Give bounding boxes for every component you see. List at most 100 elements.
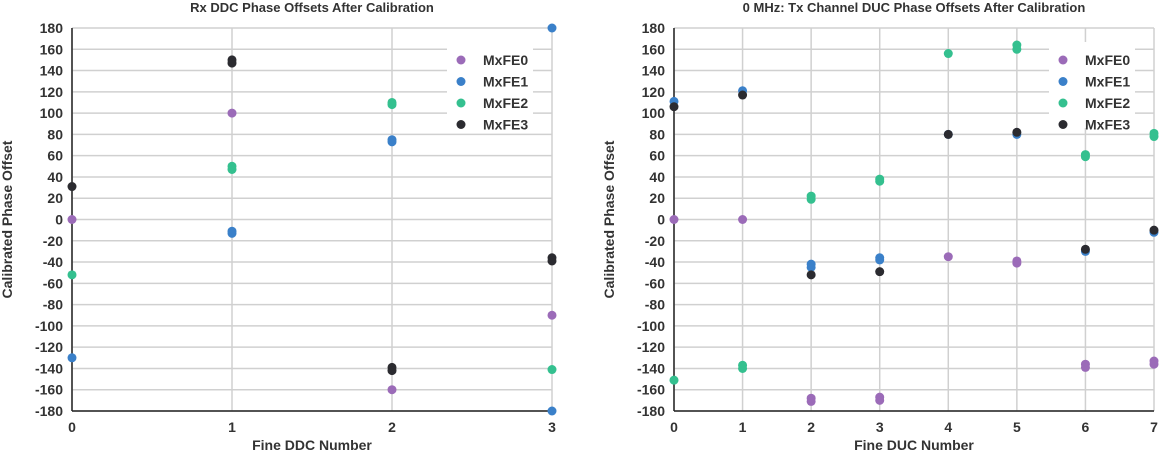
data-point-mxfe0 — [227, 108, 237, 118]
data-point-mxfe2 — [943, 49, 953, 59]
data-point-mxfe0 — [67, 215, 77, 224]
legend-label: MxFE2 — [483, 95, 528, 111]
y-tick-label: -100 — [637, 318, 665, 334]
data-point-mxfe3 — [1080, 244, 1090, 254]
y-tick-label: -20 — [645, 233, 665, 249]
data-point-mxfe1 — [387, 137, 397, 147]
y-tick-label: -60 — [645, 275, 665, 291]
chart-title: Rx DDC Phase Offsets After Calibration — [190, 0, 434, 15]
x-axis-label: Fine DDC Number — [252, 437, 372, 452]
data-point-mxfe0 — [1080, 362, 1090, 372]
y-tick-label: 120 — [642, 84, 666, 100]
y-tick-label: -180 — [35, 403, 63, 419]
data-point-mxfe2 — [1080, 152, 1090, 162]
data-point-mxfe2 — [547, 365, 557, 375]
y-tick-label: -40 — [43, 254, 63, 270]
data-point-mxfe3 — [547, 256, 557, 266]
data-point-mxfe1 — [547, 23, 557, 33]
legend-label: MxFE2 — [1085, 95, 1130, 111]
y-tick-label: -20 — [43, 233, 63, 249]
x-tick-label: 2 — [807, 419, 815, 435]
legend-label: MxFE0 — [483, 52, 528, 68]
y-tick-label: 40 — [649, 169, 665, 185]
y-tick-label: -140 — [637, 360, 665, 376]
y-tick-label: 180 — [642, 20, 666, 36]
x-tick-label: 7 — [1150, 419, 1158, 435]
y-tick-label: 120 — [40, 84, 64, 100]
y-tick-label: 60 — [649, 148, 665, 164]
x-tick-label: 5 — [1013, 419, 1021, 435]
legend-label: MxFE1 — [483, 74, 528, 90]
y-tick-label: -120 — [35, 339, 63, 355]
data-point-mxfe2 — [67, 270, 77, 280]
data-point-mxfe0 — [943, 252, 953, 262]
legend-marker — [1058, 77, 1068, 86]
data-point-mxfe2 — [1149, 132, 1159, 142]
x-tick-label: 0 — [68, 419, 76, 435]
y-tick-label: -80 — [43, 297, 63, 313]
y-tick-label: -160 — [35, 382, 63, 398]
data-point-mxfe0 — [1149, 359, 1159, 369]
data-point-mxfe3 — [738, 90, 748, 100]
chart-2: 180160140120100806040200-20-40-60-80-100… — [601, 0, 1159, 453]
data-point-mxfe0 — [806, 396, 816, 406]
legend-marker — [456, 55, 466, 65]
data-point-mxfe3 — [1149, 225, 1159, 235]
data-point-mxfe3 — [227, 58, 237, 68]
y-tick-label: 140 — [40, 63, 64, 79]
x-tick-label: 4 — [944, 419, 952, 435]
y-tick-label: 80 — [649, 126, 665, 142]
legend-label: MxFE3 — [483, 117, 528, 133]
data-point-mxfe0 — [547, 310, 557, 320]
legend-marker — [456, 98, 466, 108]
y-tick-label: -60 — [43, 275, 63, 291]
y-tick-label: 60 — [47, 148, 63, 164]
y-tick-label: -80 — [645, 297, 665, 313]
data-point-mxfe0 — [387, 385, 397, 395]
data-point-mxfe1 — [806, 262, 816, 272]
data-point-mxfe2 — [387, 100, 397, 110]
chart-1: 180160140120100806040200-20-40-60-80-100… — [0, 0, 557, 453]
y-tick-label: 0 — [55, 212, 63, 228]
y-tick-label: -140 — [35, 360, 63, 376]
data-point-mxfe3 — [387, 366, 397, 376]
y-tick-label: -180 — [637, 403, 665, 419]
legend-label: MxFE1 — [1085, 74, 1130, 90]
legend-marker — [1058, 120, 1068, 129]
data-point-mxfe3 — [875, 267, 885, 277]
data-point-mxfe0 — [669, 215, 679, 224]
y-tick-label: 100 — [40, 105, 64, 121]
data-point-mxfe1 — [227, 228, 237, 238]
legend-marker — [1058, 98, 1068, 108]
y-tick-label: 160 — [40, 41, 64, 57]
data-point-mxfe1 — [547, 406, 557, 416]
y-tick-label: -40 — [645, 254, 665, 270]
x-tick-label: 1 — [228, 419, 236, 435]
x-tick-label: 6 — [1082, 419, 1090, 435]
data-point-mxfe2 — [806, 194, 816, 204]
legend-marker — [456, 120, 466, 129]
chart-title: 0 MHz: Tx Channel DUC Phase Offsets Afte… — [743, 0, 1086, 15]
y-tick-label: 140 — [642, 63, 666, 79]
legend-label: MxFE3 — [1085, 117, 1130, 133]
data-point-mxfe2 — [1012, 44, 1022, 54]
data-point-mxfe2 — [875, 176, 885, 186]
data-point-mxfe0 — [1012, 258, 1022, 268]
data-point-mxfe3 — [669, 102, 679, 112]
legend-label: MxFE0 — [1085, 52, 1130, 68]
data-point-mxfe2 — [738, 363, 748, 373]
legend-marker — [1058, 55, 1068, 65]
x-tick-label: 0 — [670, 419, 678, 435]
y-tick-label: -160 — [637, 382, 665, 398]
y-tick-label: 40 — [47, 169, 63, 185]
data-point-mxfe2 — [227, 164, 237, 174]
data-point-mxfe3 — [1012, 127, 1022, 137]
legend-marker — [456, 77, 466, 86]
y-tick-label: 20 — [649, 190, 665, 206]
y-axis-label: Calibrated Phase Offset — [0, 140, 15, 298]
x-tick-label: 2 — [388, 419, 396, 435]
data-point-mxfe0 — [875, 395, 885, 405]
x-tick-label: 3 — [548, 419, 556, 435]
data-point-mxfe3 — [943, 129, 953, 139]
